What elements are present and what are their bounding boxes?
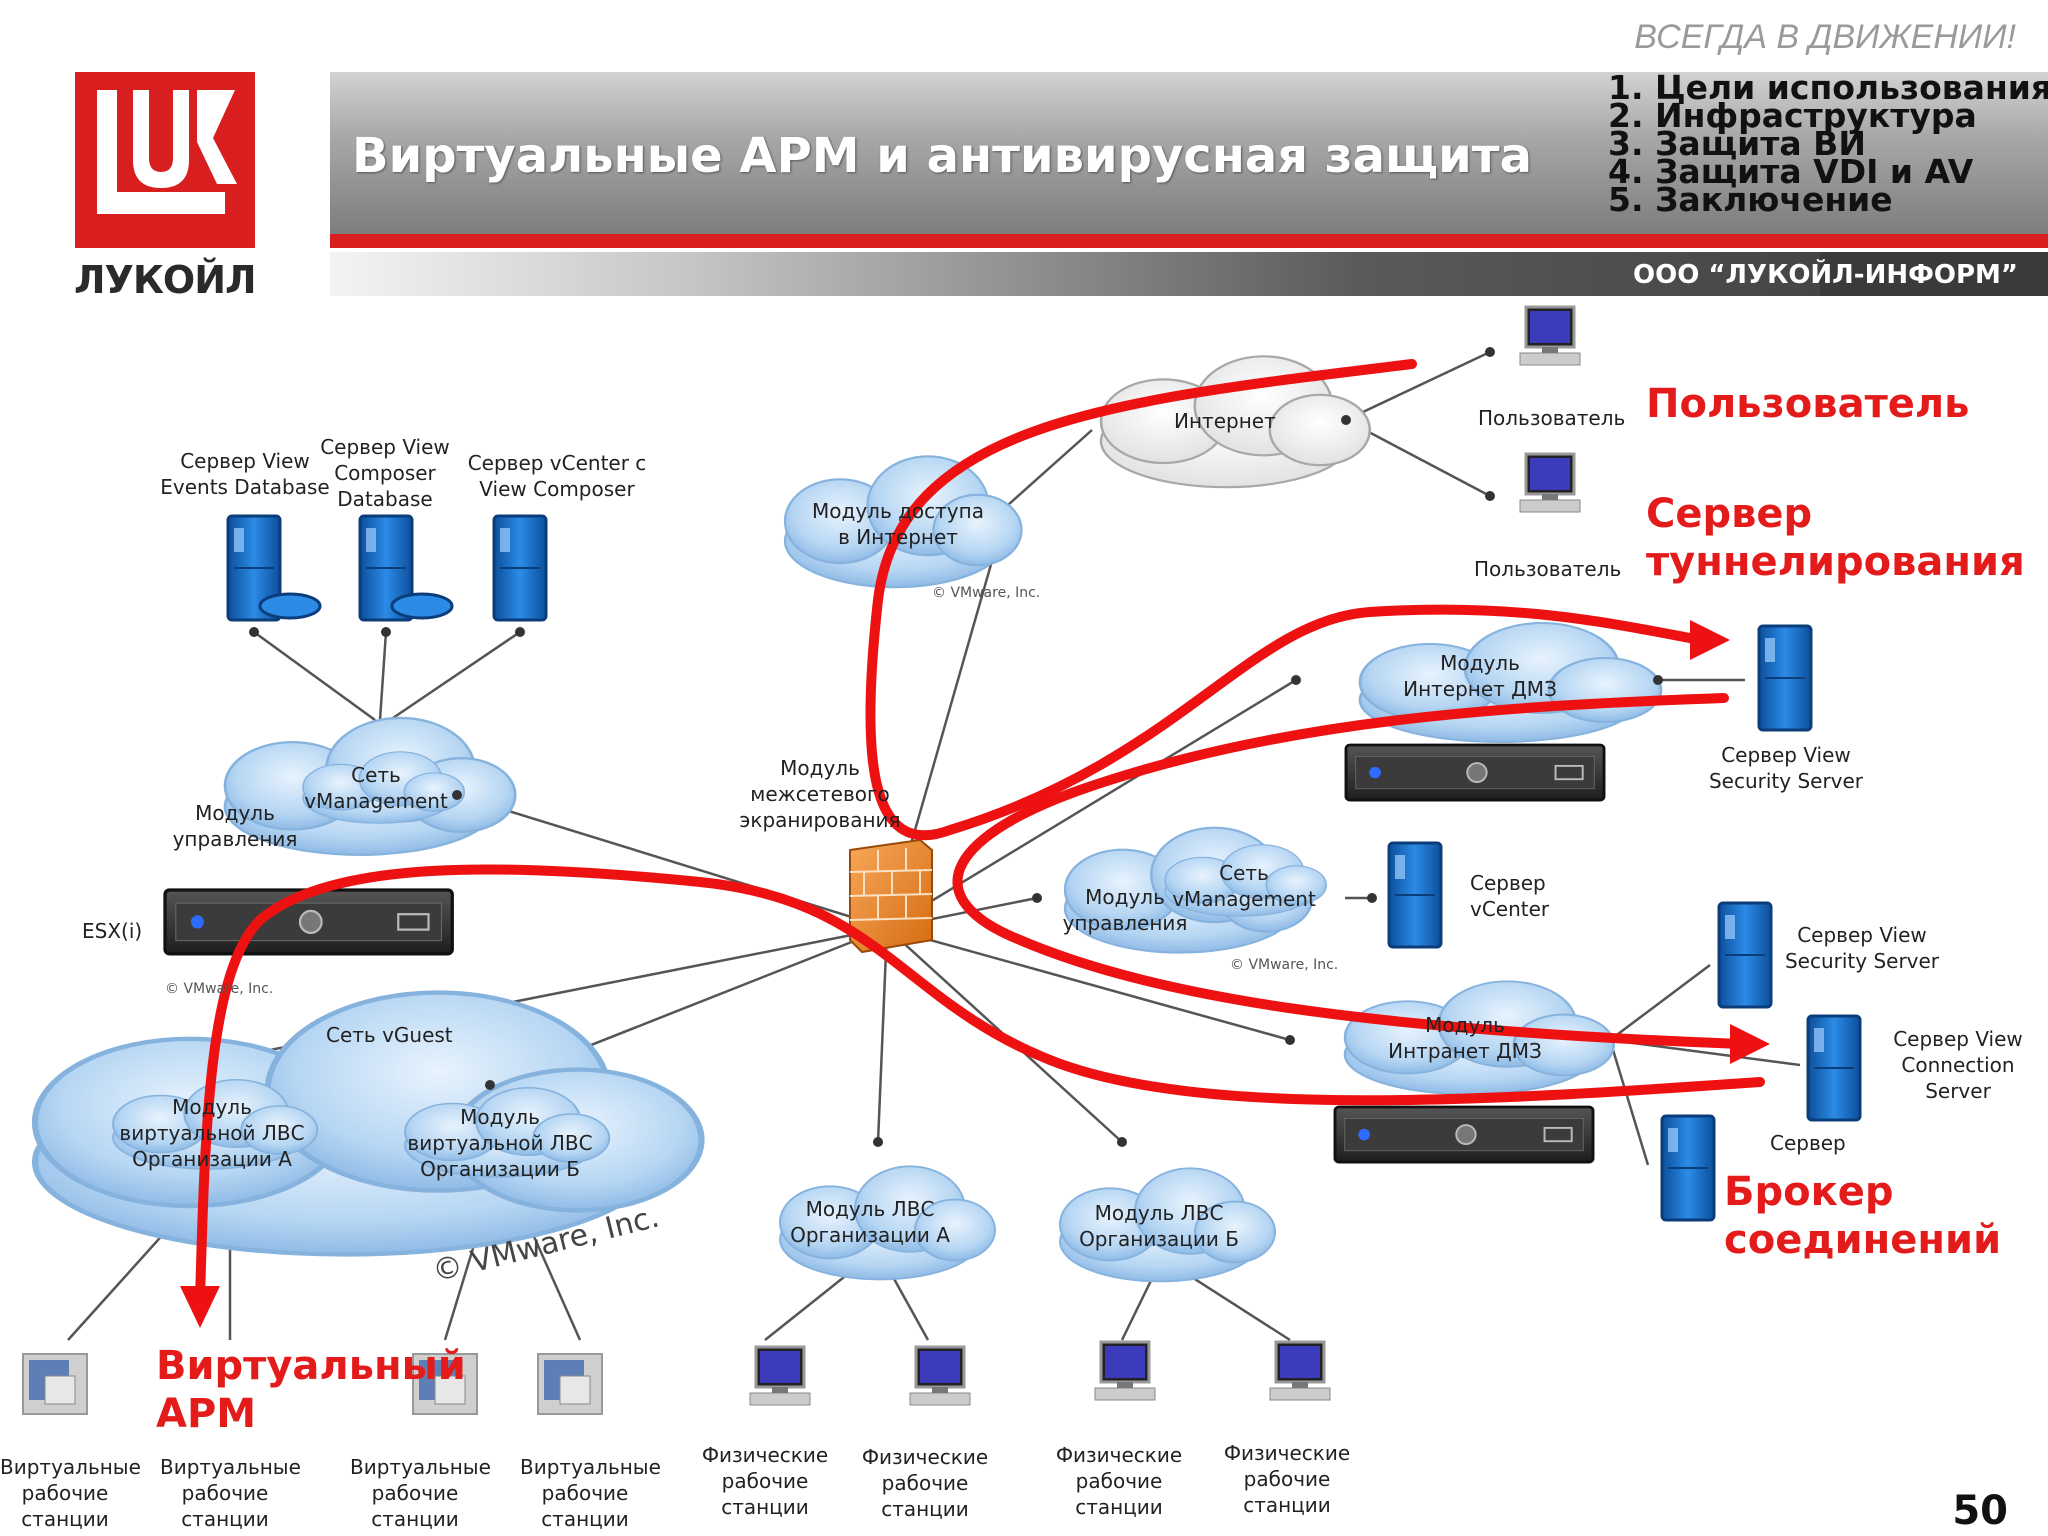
label-internet-dmz: Модуль Интернет ДМЗ [1403, 651, 1557, 701]
server-security-bottom [1717, 901, 1773, 1009]
label-physical-ws-2: Физические рабочие станции [861, 1445, 989, 1521]
label-connection-server: Сервер View Connection Server [1893, 1027, 2023, 1103]
user-pc-1 [1518, 305, 1582, 367]
label-lan-org-b: Модуль ЛВС Организации Б [1079, 1201, 1239, 1251]
esx-rack [163, 888, 454, 956]
callout-broker: Брокер соединений [1724, 1169, 2002, 1263]
label-mgmt-left: Модуль управления [172, 801, 298, 851]
server-broker [1660, 1114, 1716, 1222]
vmware-credit: © VMware, Inc. [932, 585, 1041, 601]
server-connection [1806, 1014, 1862, 1122]
label-virtual-ws-3: Виртуальные рабочие станции [350, 1455, 491, 1531]
agenda-item: 4. Защита VDI и AV [1608, 152, 1974, 191]
user-pc-2 [1518, 452, 1582, 514]
slogan: ВСЕГДА В ДВИЖЕНИИ! [1634, 18, 2016, 56]
physical-pc-3 [1093, 1340, 1157, 1402]
physical-pc-4 [1268, 1340, 1332, 1402]
callout-virtual-arm: Виртуальный АРМ [156, 1343, 466, 1437]
label-user1: Пользователь [1478, 406, 1626, 430]
logo-text: ЛУКОЙЛ [74, 258, 257, 302]
label-vguest: Сеть vGuest [326, 1023, 453, 1047]
agenda-item: 1. Цели использования [1608, 68, 2048, 107]
label-security-top: Сервер View Security Server [1708, 743, 1864, 793]
dmz-rack [1344, 743, 1606, 802]
server-vcenter [1387, 841, 1443, 949]
label-composer-db: Сервер View Composer Database [320, 435, 450, 511]
label-firewall-module: Модуль межсетевого экранирования [739, 756, 901, 832]
agenda-list: 1. Цели использования 2. Инфраструктура … [1608, 68, 2048, 219]
label-user2: Пользователь [1474, 557, 1622, 581]
server-events-db [226, 514, 322, 622]
label-internet: Интернет [1174, 409, 1276, 433]
agenda-item: 2. Инфраструктура [1608, 96, 1977, 135]
agenda-item: 5. Заключение [1608, 180, 1893, 219]
label-virtual-ws-2: Виртуальные рабочие станции [160, 1455, 301, 1531]
firewall-icon [849, 838, 933, 954]
label-esx: ESX(i) [82, 919, 143, 943]
label-physical-ws-4: Физические рабочие станции [1223, 1441, 1351, 1517]
company-name: ООО “ЛУКОЙЛ-ИНФОРМ” [1632, 260, 2018, 290]
callout-tunnel: Сервер туннелирования [1646, 491, 2025, 585]
label-virtual-ws-1: Виртуальные рабочие станции [0, 1455, 141, 1531]
virtual-pc-1 [22, 1353, 88, 1415]
intranet-rack [1333, 1105, 1595, 1164]
agenda-item: 3. Защита ВИ [1608, 124, 1866, 163]
page-number: 50 [1952, 1488, 2008, 1534]
lukoil-logo [75, 72, 255, 248]
label-security-bottom: Сервер View Security Server [1784, 923, 1940, 973]
vmware-credit: © VMware, Inc. [1230, 957, 1339, 973]
label-vcenter-composer: Сервер vCenter с View Composer [467, 451, 647, 501]
label-vlan-org-a: Модуль виртуальной ЛВС Организации А [119, 1095, 305, 1171]
server-composer-db [358, 514, 454, 622]
label-physical-ws-3: Физические рабочие станции [1055, 1443, 1183, 1519]
label-intranet-dmz: Модуль Интранет ДМЗ [1388, 1013, 1542, 1063]
label-vmanagement-right: Сеть vManagement [1172, 861, 1316, 911]
traffic-flow-arrows [195, 359, 1765, 1305]
label-physical-ws-1: Физические рабочие станции [701, 1443, 829, 1519]
vmware-credit: © VMware, Inc. [165, 981, 274, 997]
label-server-plain: Сервер [1770, 1131, 1846, 1155]
lukoil-logo-mark [97, 90, 237, 214]
label-virtual-ws-4: Виртуальные рабочие станции [520, 1455, 661, 1531]
header-red-stripe [330, 234, 2048, 248]
label-vcenter: Сервер vCenter [1470, 871, 1550, 921]
page-title: Виртуальные АРМ и антивирусная защита [352, 128, 1532, 184]
label-internet-access: Модуль доступа в Интернет [812, 499, 984, 549]
arrow-heads [180, 620, 1770, 1328]
label-vlan-org-b: Модуль виртуальной ЛВС Организации Б [407, 1105, 593, 1181]
physical-pc-2 [908, 1345, 972, 1407]
physical-pc-1 [748, 1345, 812, 1407]
label-events-db: Сервер View Events Database [160, 449, 330, 499]
label-lan-org-a: Модуль ЛВС Организации А [790, 1197, 950, 1247]
header-dark-stripe [330, 252, 1870, 296]
callout-user: Пользователь [1646, 381, 1970, 427]
label-vmanagement-left: Сеть vManagement [304, 763, 448, 813]
server-vcenter-composer [492, 514, 548, 622]
virtual-pc-4 [537, 1353, 603, 1415]
header-band [330, 72, 2048, 234]
label-mgmt-right: Модуль управления [1062, 885, 1188, 935]
server-security-top [1757, 624, 1813, 732]
header-dark-stripe-end [1820, 252, 2048, 296]
